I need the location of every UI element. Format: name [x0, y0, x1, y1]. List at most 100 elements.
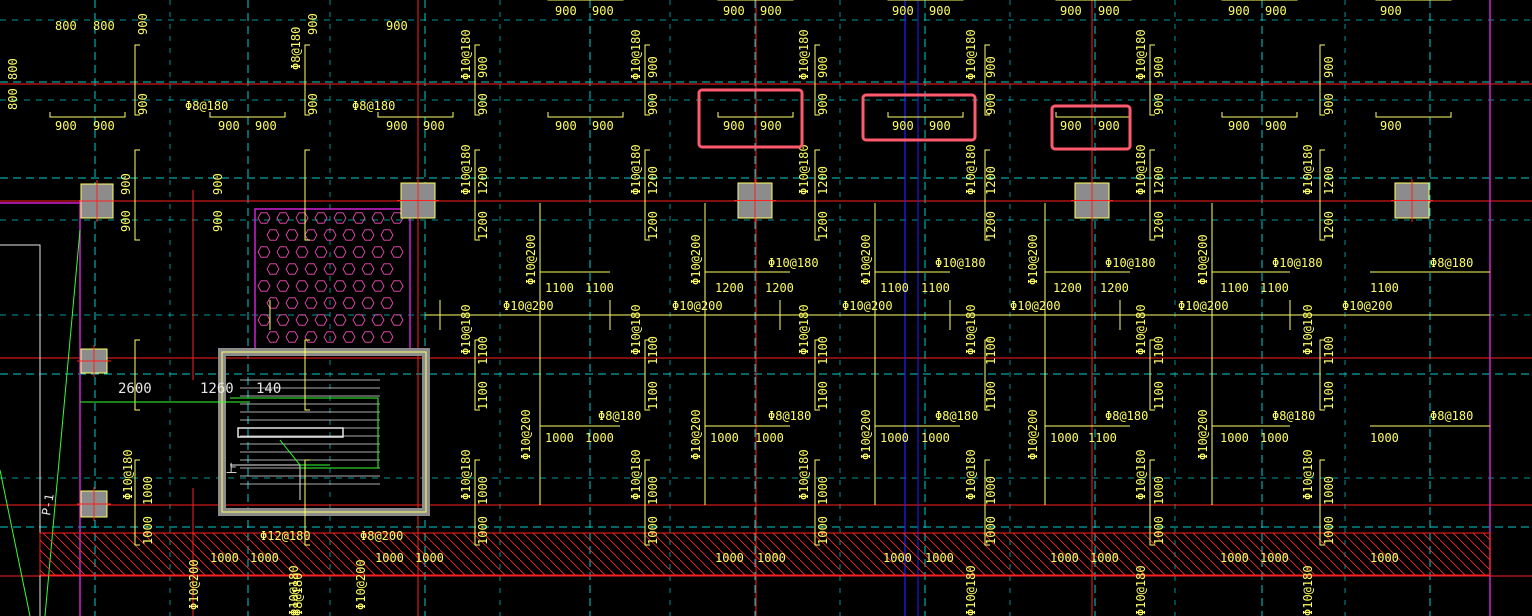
hexagon-hatch-cell — [285, 331, 299, 343]
dim-label-900: 900 — [136, 93, 150, 115]
hexagon-hatch-cell — [257, 212, 271, 224]
hexagon-hatch-cell — [314, 246, 328, 258]
dim-label-1100: 1100 — [1152, 381, 1166, 410]
dim-label-1100: 1100 — [646, 336, 660, 365]
dim-label-1200: 1200 — [476, 211, 490, 240]
dim-label-1200: 1200 — [984, 166, 998, 195]
hexagon-hatch-cell — [304, 263, 318, 275]
rebar-label-10-200: Φ10@200 — [1178, 299, 1229, 313]
rebar-label-8-180: Φ8@180 — [935, 409, 978, 423]
dim-label-1000: 1000 — [715, 551, 744, 565]
dim-label-1000: 1000 — [415, 551, 444, 565]
rebar-label-8-180: Φ8@180 — [598, 409, 641, 423]
dim-label-1000: 1000 — [1322, 476, 1336, 505]
dim-label-1000: 1000 — [1152, 516, 1166, 545]
stair-arrow-label: 上 — [226, 462, 237, 475]
stair-arrow-line — [279, 439, 330, 466]
dim-label-1200: 1200 — [765, 281, 794, 295]
dim-label-900: 900 — [555, 119, 577, 133]
rebar-label-8-200: Φ8@200 — [360, 529, 403, 543]
dim-label-1100: 1100 — [1322, 381, 1336, 410]
dim-label-1200: 1200 — [816, 166, 830, 195]
hexagon-hatch-cell — [390, 246, 404, 258]
dim-label-1000: 1000 — [1220, 551, 1249, 565]
rebar-label-10-180: Φ10@180 — [964, 449, 978, 500]
highlight-box — [861, 93, 977, 142]
rebar-label-10-180: Φ10@180 — [459, 144, 473, 195]
dim-label-1100: 1100 — [1322, 336, 1336, 365]
rebar-label-10-200: Φ10@200 — [1026, 234, 1040, 285]
dim-label-1000: 1000 — [250, 551, 279, 565]
hexagon-hatch-cell — [380, 297, 394, 309]
rebar-dim-bracket — [1055, 112, 1132, 118]
rebar-label-10-180: Φ10@180 — [768, 256, 819, 270]
dim-label-1000: 1000 — [925, 551, 954, 565]
hexagon-hatch-cell — [323, 331, 337, 343]
dim-label-1100: 1100 — [921, 281, 950, 295]
hexagon-hatch-cell — [371, 246, 385, 258]
dim-label-1100: 1100 — [984, 336, 998, 365]
dim-label-1000: 1000 — [1370, 431, 1399, 445]
rebar-label-10-200: Φ10@200 — [1010, 299, 1061, 313]
hexagon-hatch-cell — [361, 331, 375, 343]
dim-label-900: 900 — [476, 56, 490, 78]
hexagon-hatch-cell — [380, 331, 394, 343]
hexagon-hatch-cell — [380, 229, 394, 241]
dim-label-1000: 1000 — [1322, 516, 1336, 545]
hexagon-hatch-cell — [342, 229, 356, 241]
rebar-label-10-180: Φ10@180 — [1134, 144, 1148, 195]
dim-label-1000: 1000 — [816, 476, 830, 505]
dim-label-900: 900 — [760, 4, 782, 18]
rebar-dim-bracket — [474, 459, 480, 546]
rebar-dim-bracket — [984, 339, 990, 411]
dim-label-900: 900 — [816, 56, 830, 78]
hexagon-hatch-cell — [276, 212, 290, 224]
hexagon-hatch-cell — [266, 229, 280, 241]
rebar-label-10-180: Φ10@180 — [1301, 304, 1315, 355]
dim-label-900: 900 — [1098, 119, 1120, 133]
dim-label-900: 900 — [1098, 4, 1120, 18]
hexagon-hatch-cell — [371, 280, 385, 292]
rebar-label-10-200: Φ10@200 — [1026, 409, 1040, 460]
rebar-label-10-180: Φ10@180 — [1301, 449, 1315, 500]
dimension-labels: 900 900 900 900 900 900 900 900 900 900 900 900 900 9… — [6, 4, 1402, 565]
rebar-dim-bracket — [644, 44, 650, 116]
rebar-label-10-180: Φ10@180 — [964, 565, 978, 616]
dim-label-900: 900 — [386, 19, 408, 33]
dim-label-900: 900 — [211, 210, 225, 232]
rebar-dim-bracket — [1149, 459, 1155, 546]
dim-label-900: 900 — [1152, 93, 1166, 115]
dim-label-1100: 1100 — [984, 381, 998, 410]
rebar-dim-bracket — [717, 112, 794, 118]
rebar-label-10-180: Φ10@180 — [629, 144, 643, 195]
dim-label-800: 800 — [6, 88, 20, 110]
rebar-label-10-200: Φ10@200 — [519, 409, 533, 460]
hexagon-hatch-cell — [352, 212, 366, 224]
rebar-marks — [49, 0, 1490, 546]
rebar-label-10-200: Φ10@200 — [1196, 234, 1210, 285]
rebar-dim-bracket — [474, 44, 480, 116]
rebar-label-10-200: Φ10@200 — [689, 234, 703, 285]
dim-label-900: 900 — [1322, 56, 1336, 78]
dim-label-1000: 1000 — [141, 516, 155, 545]
hexagon-hatch-cell — [390, 212, 404, 224]
dim-label-1000: 1000 — [646, 476, 660, 505]
dim-label-1000: 1000 — [1152, 476, 1166, 505]
dim-label-900: 900 — [592, 119, 614, 133]
rebar-label-10-180: Φ10@180 — [964, 144, 978, 195]
rebar-dim-bracket — [49, 112, 126, 118]
rebar-label-10-180: Φ10@180 — [1272, 256, 1323, 270]
hexagon-hatch-cell — [390, 314, 404, 326]
hexagon-hatch-cell — [304, 297, 318, 309]
rebar-label-10-180: Φ10@180 — [1105, 256, 1156, 270]
rebar-label-10-200: Φ10@200 — [503, 299, 554, 313]
dim-label-1000: 1000 — [755, 431, 784, 445]
dim-label-900: 900 — [1322, 93, 1336, 115]
dim-label-900: 900 — [218, 119, 240, 133]
rebar-label-10-200: Φ10@200 — [354, 559, 368, 610]
rebar-dim-bracket — [814, 44, 820, 116]
dim-label-900: 900 — [1060, 4, 1082, 18]
rebar-dim-bracket — [1319, 44, 1325, 116]
dim-label-900: 900 — [136, 13, 150, 35]
